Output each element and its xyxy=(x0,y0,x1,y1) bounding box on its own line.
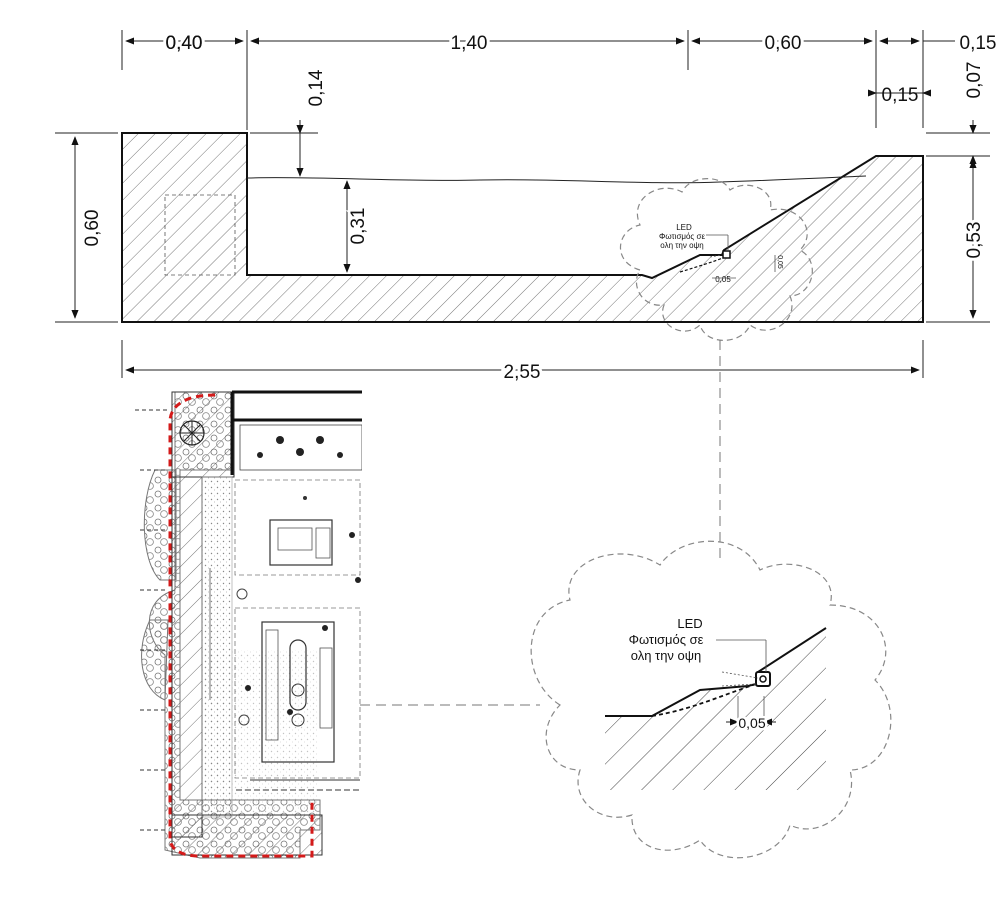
plan-building-walls xyxy=(230,390,362,475)
plan-sofa-bottom xyxy=(261,621,335,763)
detail-led-strip xyxy=(755,671,771,687)
plan-tree-icon xyxy=(179,420,205,446)
total-length-dimension: 2,55 xyxy=(121,340,924,386)
dim-top-3: 0,60 xyxy=(765,33,802,54)
dim-sub-width: 0,15 xyxy=(882,85,919,106)
dim-water-depth: 0,31 xyxy=(348,208,369,245)
dim-top-1: 0,40 xyxy=(166,33,203,54)
plan-wall-top xyxy=(171,391,235,478)
plan-zone-1 xyxy=(234,479,361,576)
right-height-dimensions: 0,07 0,53 xyxy=(926,62,990,323)
plan-wall-left xyxy=(171,476,203,838)
led-note-small-line3: ολη την οψη xyxy=(660,241,703,250)
water-depth-dimension: 0,31 xyxy=(343,180,372,273)
total-height-dimension: 0,60 xyxy=(55,132,118,323)
pool-wall-body xyxy=(121,132,924,323)
led-note-small-line2: Φωτισμός σε xyxy=(659,232,705,241)
led-note-small: LED Φωτισμός σε ολη την οψη 0,05 0,05 xyxy=(659,223,783,284)
led-small-dim-label: 0,05 xyxy=(715,275,731,284)
led-small-dashed-curve xyxy=(679,257,724,273)
plan-view xyxy=(135,390,362,859)
plan-paving-lower xyxy=(202,650,317,815)
plan-stone-bump-2 xyxy=(141,619,169,701)
dim-step-height: 0,14 xyxy=(306,69,327,106)
detail-body xyxy=(605,628,826,790)
pool-section xyxy=(121,132,924,341)
plan-wall-bottom xyxy=(171,814,323,856)
step-height-dimension: 0,14 xyxy=(250,69,327,177)
plan-red-outline xyxy=(168,393,314,858)
sub-width-dimension: 0,15 xyxy=(867,85,932,106)
cloud-small xyxy=(619,178,813,341)
dim-top-4: 0,15 xyxy=(960,33,997,54)
top-dimension-chain: 0,40 0,40 1,40 0,60 0,15 xyxy=(121,30,997,130)
dim-right-height: 0,53 xyxy=(964,222,985,259)
led-note-small-line1: LED xyxy=(676,223,692,232)
water-surface xyxy=(246,175,867,184)
plan-zone-2 xyxy=(234,607,361,779)
dim-total-height: 0,60 xyxy=(82,210,103,247)
coping-dashed-box xyxy=(164,194,236,276)
detail-note-line2: Φωτισμός σε xyxy=(629,632,704,647)
led-small-vert-dim-label: 0,05 xyxy=(776,255,783,269)
detail-note-line3: ολη την οψη xyxy=(631,648,702,663)
detail-note-line1: LED xyxy=(677,616,702,631)
detail-led-core xyxy=(759,675,767,683)
dim-right-top: 0,07 xyxy=(964,62,985,99)
plan-sofa-top xyxy=(269,519,333,566)
led-detail: LED Φωτισμός σε ολη την οψη 0,05 xyxy=(530,540,892,859)
dim-total-length: 2,55 xyxy=(504,362,541,383)
detail-dim-label: 0,05 xyxy=(738,715,765,731)
dim-top-2: 1,40 xyxy=(451,33,488,54)
led-strip-small xyxy=(722,250,731,259)
plan-stone-bump-1 xyxy=(143,469,177,581)
plan-kitchen xyxy=(239,424,362,471)
dim-top-1-text: 0,40 xyxy=(166,33,203,54)
